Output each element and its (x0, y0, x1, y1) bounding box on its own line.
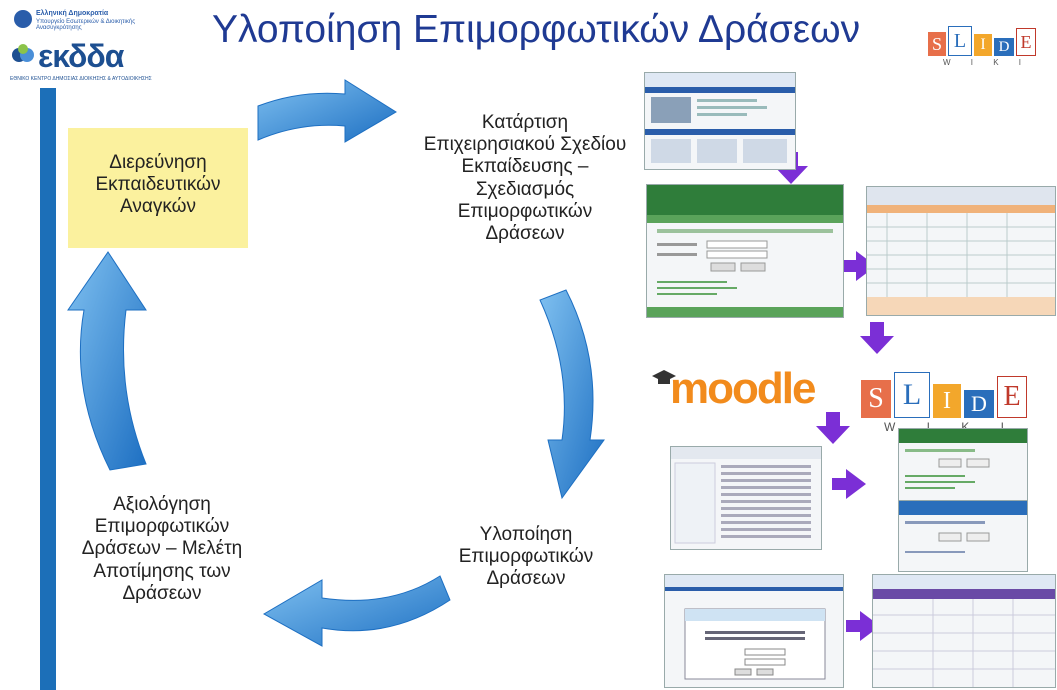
arrow-left (67, 251, 147, 471)
moodle-logo: moodle (670, 364, 816, 413)
screenshot-spreadsheet (866, 186, 1056, 316)
ministry-line1: Ελληνική Δημοκρατία (36, 10, 109, 17)
purple-arrow-2 (842, 251, 876, 281)
ekdda-logo: εκδδα ΕΘΝΙΚΟ ΚΕΝΤΡΟ ΔΗΜΟΣΙΑΣ ΔΙΟΙΚΗΣΗΣ &… (10, 38, 180, 88)
greek-seal-icon (14, 10, 32, 28)
ministry-logo: Ελληνική Δημοκρατία Υπουργείο Εσωτερικών… (14, 8, 174, 34)
arrow-bottom (262, 575, 451, 647)
purple-arrow-6 (846, 611, 880, 641)
stage-highlight (68, 128, 248, 248)
purple-arrow-4 (816, 412, 850, 444)
screenshot-portal (644, 72, 796, 170)
purple-arrow-5 (832, 469, 866, 499)
arrow-top (257, 79, 397, 143)
screenshot-evaluation (664, 574, 844, 688)
ekdda-wordmark: εκδδα (38, 38, 124, 74)
screenshot-login (646, 184, 844, 318)
screenshot-moodle-grades (670, 446, 822, 550)
arrow-right (539, 289, 605, 500)
purple-arrow-3 (860, 322, 894, 354)
page-title: Υλοποίηση Επιμορφωτικών Δράσεων (212, 8, 861, 51)
screenshot-form-2 (898, 500, 1028, 572)
ekdda-mark-icon (12, 44, 34, 62)
graduation-cap-icon (652, 370, 676, 384)
screenshot-report (872, 574, 1056, 688)
left-accent-bar (40, 88, 56, 690)
ministry-line2: Υπουργείο Εσωτερικών & Διοικητικής Ανασυ… (36, 19, 136, 31)
screenshot-form-1 (898, 428, 1028, 502)
ekdda-subtitle: ΕΘΝΙΚΟ ΚΕΝΤΡΟ ΔΗΜΟΣΙΑΣ ΔΙΟΙΚΗΣΗΣ & ΑΥΤΟΔ… (10, 76, 152, 82)
